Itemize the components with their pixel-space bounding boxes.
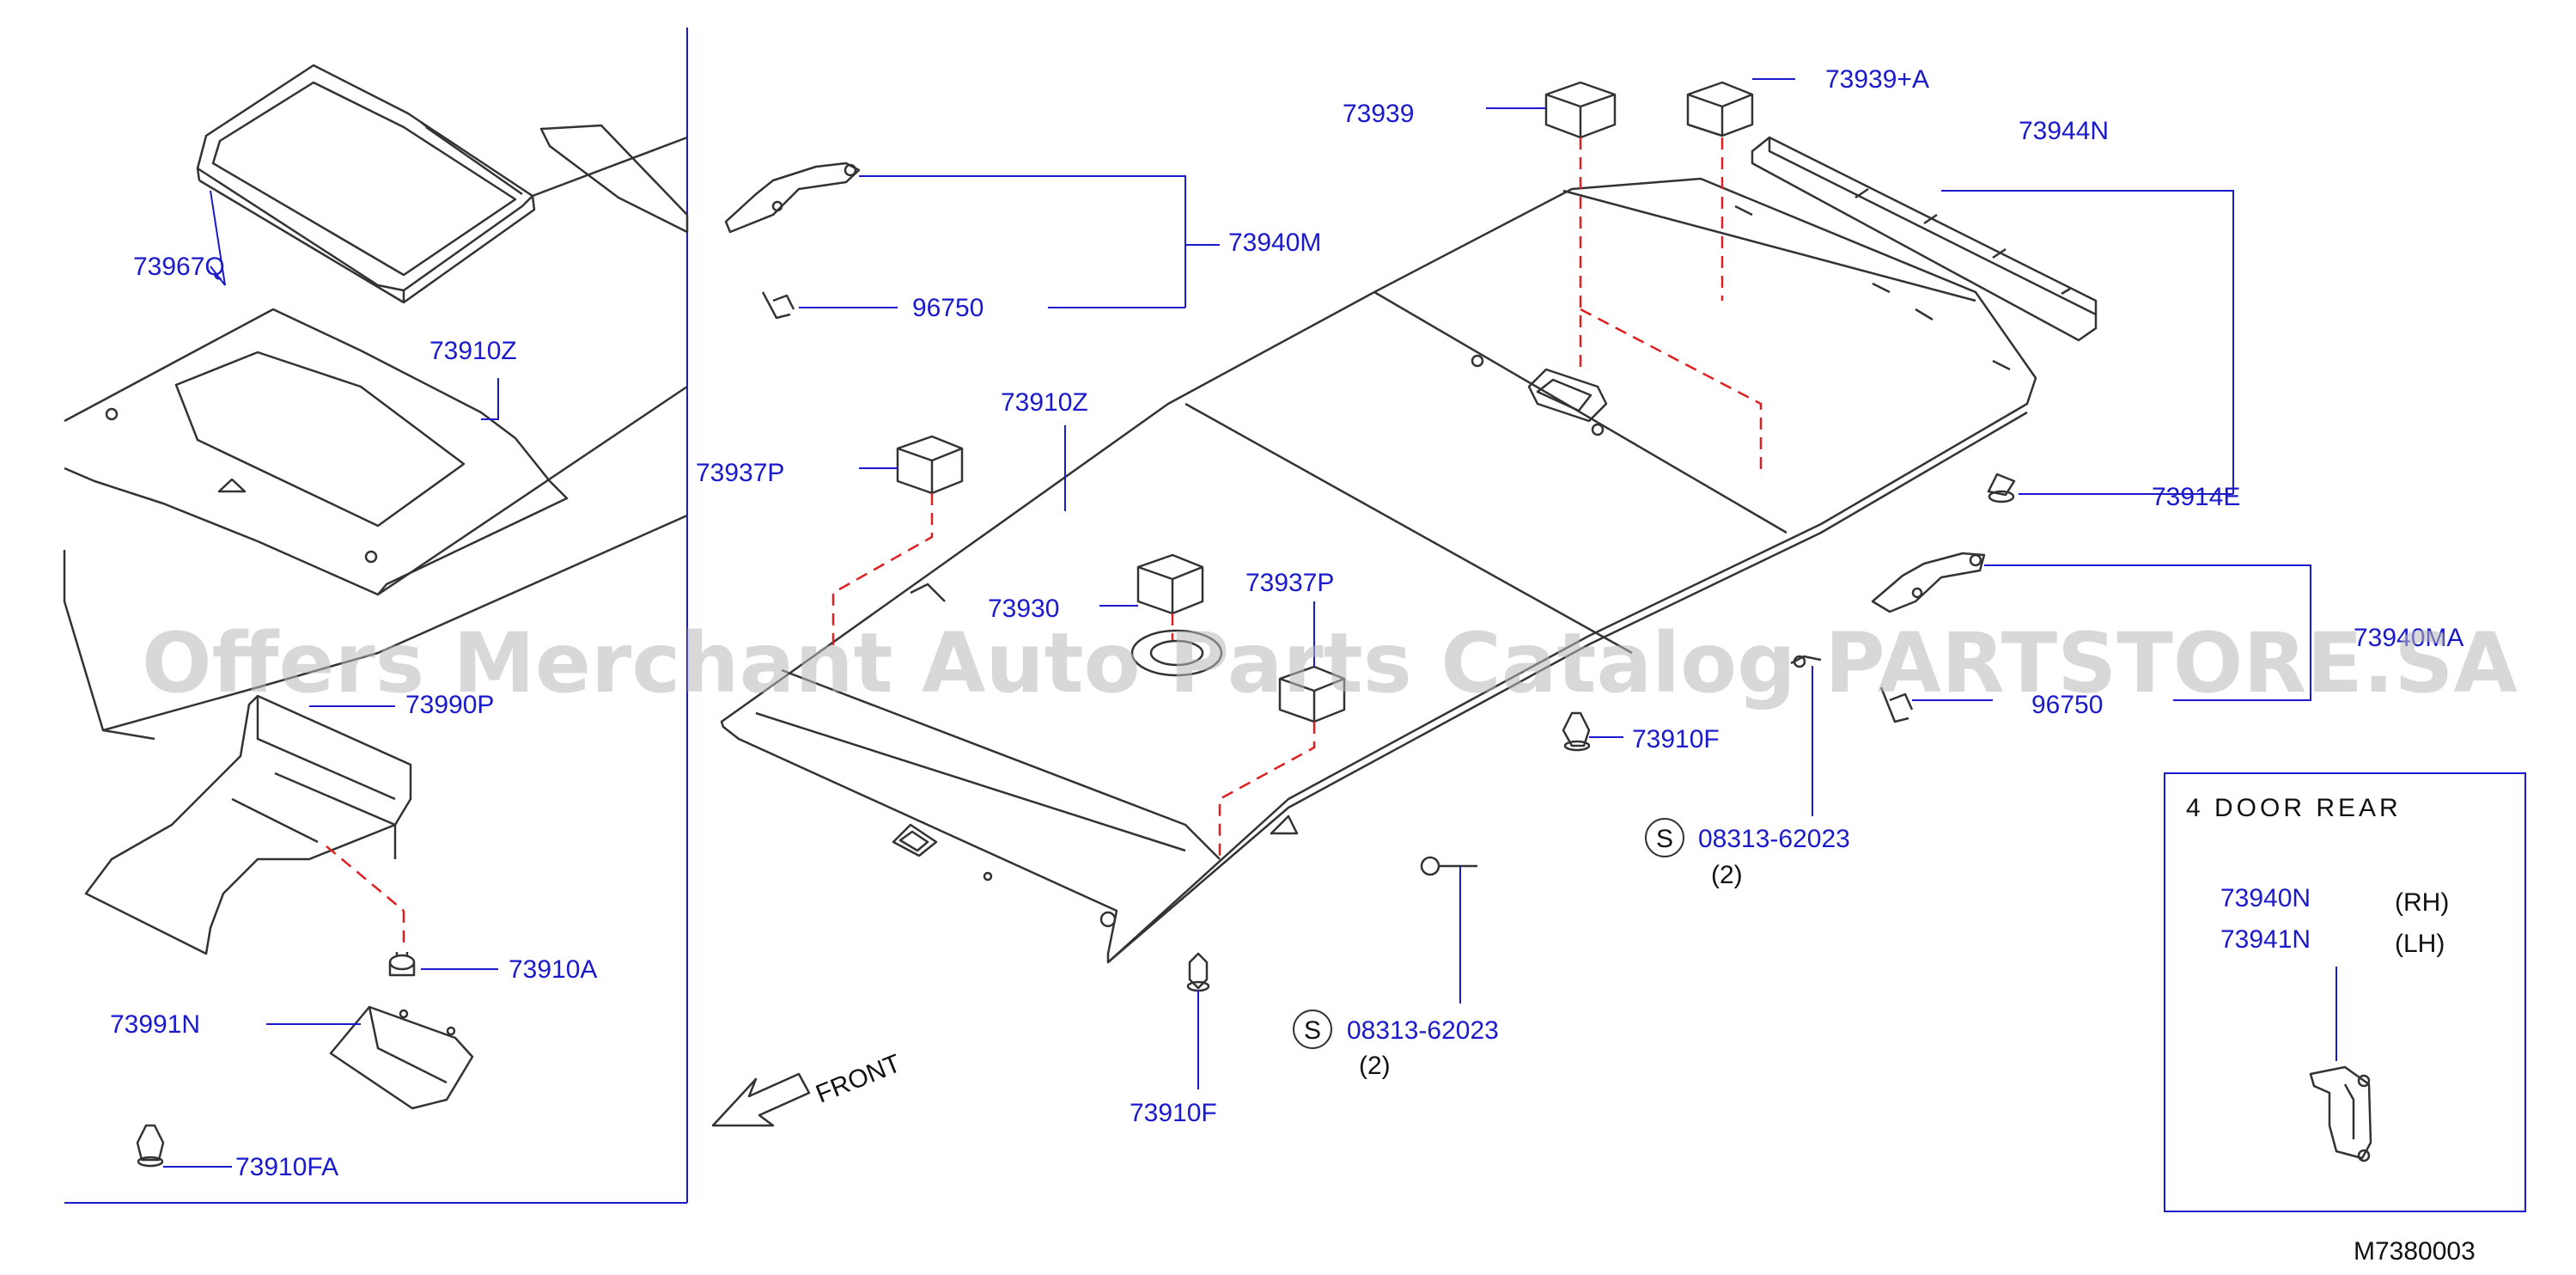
part-label-73910A: 73910A bbox=[509, 955, 597, 984]
front-label: FRONT bbox=[812, 1049, 904, 1108]
part-label-73940M: 73940M bbox=[1228, 229, 1321, 257]
pad-73937P-a-drawing bbox=[896, 435, 964, 495]
pad-73937P-b-drawing bbox=[1278, 665, 1346, 723]
diagram-code: M7380003 bbox=[2354, 1237, 2476, 1266]
part-label-73937P-b: 73937P bbox=[1245, 569, 1334, 597]
clip-73914E-drawing bbox=[1987, 473, 2016, 503]
inset-title: 4 DOOR REAR bbox=[2186, 794, 2402, 822]
hidden-line bbox=[326, 845, 405, 912]
part-label-73940MA: 73940MA bbox=[2354, 624, 2463, 652]
screw-a-drawing bbox=[1790, 655, 1822, 668]
part-label-73914E: 73914E bbox=[2152, 483, 2240, 511]
screw-b-prefix: S bbox=[1304, 1016, 1321, 1045]
bracket-96750-b-drawing bbox=[1879, 686, 1914, 723]
part-label-73910F-b: 73910F bbox=[1130, 1099, 1217, 1127]
hidden-lines bbox=[831, 137, 1763, 859]
inset-frame bbox=[2164, 772, 2526, 1212]
part-label-73910F-a: 73910F bbox=[1632, 725, 1720, 753]
part-label-73910Z-main: 73910Z bbox=[1001, 388, 1088, 417]
screw-b-quantity: (2) bbox=[1359, 1052, 1391, 1080]
part-label-73939: 73939 bbox=[1343, 100, 1414, 128]
part-label-73930: 73930 bbox=[988, 595, 1059, 623]
roof-rail-73944N-drawing bbox=[1751, 136, 2098, 342]
part-label-screw-a: 08313-62023 bbox=[1698, 825, 1850, 853]
assist-grip-73940M-drawing bbox=[724, 162, 861, 234]
assist-grip-73940MA-drawing bbox=[1871, 552, 1986, 613]
sunroof-headliner-drawing bbox=[63, 124, 689, 741]
left-panel bbox=[63, 27, 811, 1204]
part-label-73910FA: 73910FA bbox=[235, 1153, 338, 1181]
inset-part-lh: 73941N bbox=[2220, 925, 2311, 954]
part-label-73990P: 73990P bbox=[405, 691, 494, 719]
rear-assist-grip-drawing bbox=[2309, 1065, 2372, 1162]
part-label-73937P-a: 73937P bbox=[696, 459, 784, 487]
clip-73910A-drawing bbox=[388, 952, 416, 977]
pad-73939-drawing bbox=[1544, 81, 1617, 139]
roof-bracket-drawing bbox=[84, 694, 412, 955]
sunroof-weatherstrip-drawing bbox=[196, 64, 536, 304]
inset-part-rh: 73940N bbox=[2220, 884, 2311, 912]
headliner-drawing bbox=[720, 177, 2037, 964]
part-label-73991N: 73991N bbox=[110, 1010, 200, 1039]
screw-a-badge bbox=[1645, 818, 1684, 857]
leader-lines bbox=[163, 78, 2311, 1168]
screw-b-badge bbox=[1293, 1010, 1332, 1049]
inset-side-rh: (RH) bbox=[2395, 888, 2449, 917]
screw-a-prefix: S bbox=[1656, 825, 1673, 853]
watermark: Offers Merchant Auto Parts Catalog PARTS… bbox=[142, 615, 2518, 711]
pad-73930-drawing bbox=[1136, 553, 1204, 615]
part-label-73910Z-left: 73910Z bbox=[429, 337, 517, 365]
part-label-73967Q: 73967Q bbox=[133, 253, 225, 281]
inset-4-door-rear: 4 DOOR REAR 73940N (RH) 73941N (LH) bbox=[2164, 772, 2526, 1212]
part-label-96750-b: 96750 bbox=[2031, 691, 2103, 719]
clip-73910F-b-drawing bbox=[1186, 952, 1210, 992]
pad-73939A-drawing bbox=[1686, 81, 1754, 137]
screw-a-quantity: (2) bbox=[1711, 861, 1743, 889]
front-arrow-icon bbox=[711, 1072, 811, 1127]
part-label-96750-a: 96750 bbox=[912, 294, 984, 322]
cover-73991N-drawing bbox=[329, 1005, 474, 1110]
part-label-screw-b: 08313-62023 bbox=[1347, 1016, 1499, 1045]
ring-73930-drawing bbox=[1130, 629, 1223, 677]
part-label-73944N: 73944N bbox=[2019, 117, 2109, 145]
screw-b-drawing bbox=[1420, 856, 1477, 876]
clip-73910FA-drawing bbox=[136, 1124, 165, 1168]
clip-73910F-a-drawing bbox=[1562, 711, 1591, 752]
inset-side-lh: (LH) bbox=[2395, 930, 2445, 958]
bracket-96750-a-drawing bbox=[761, 291, 795, 320]
part-label-73939A: 73939+A bbox=[1825, 65, 1929, 94]
